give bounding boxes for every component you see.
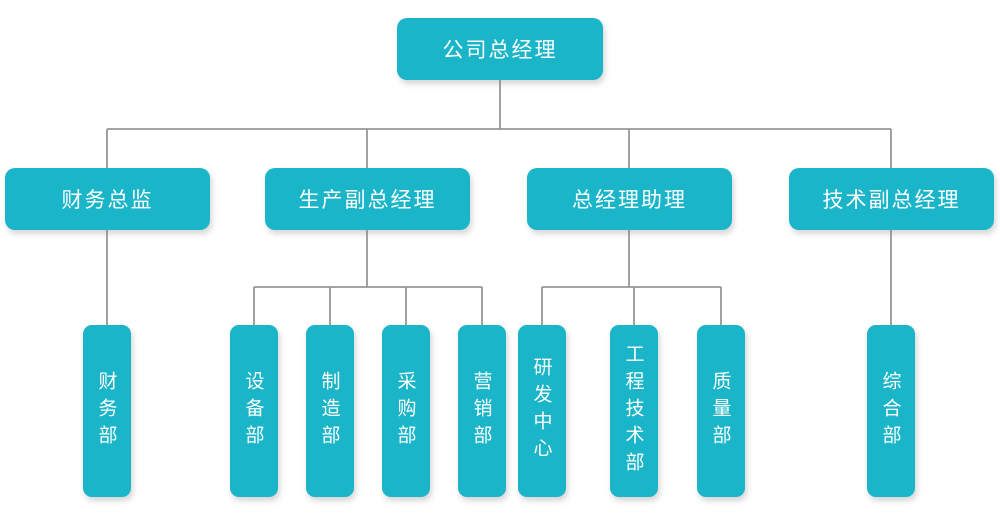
node-tech-vp-label: 技术副总经理 bbox=[822, 188, 961, 212]
node-rd-center-label: 研发中心 bbox=[530, 357, 553, 465]
node-engineering-tech-dept: 工程技术部 bbox=[610, 325, 658, 497]
node-general-affairs-dept-label: 综合部 bbox=[879, 370, 902, 452]
node-finance-dept: 财务部 bbox=[83, 325, 131, 497]
node-finance-director: 财务总监 bbox=[5, 168, 210, 230]
node-tech-vp: 技术副总经理 bbox=[789, 168, 994, 230]
node-production-vp-label: 生产副总经理 bbox=[298, 188, 437, 212]
node-manufacturing-dept: 制造部 bbox=[306, 325, 354, 497]
node-quality-dept-label: 质量部 bbox=[709, 370, 732, 452]
node-finance-director-label: 财务总监 bbox=[61, 188, 154, 212]
connector-gm-assistant-to-depts bbox=[541, 230, 722, 325]
node-equipment-dept: 设备部 bbox=[230, 325, 278, 497]
node-marketing-dept-label: 营销部 bbox=[470, 370, 493, 452]
node-equipment-dept-label: 设备部 bbox=[242, 370, 265, 452]
node-procurement-dept: 采购部 bbox=[382, 325, 430, 497]
node-general-manager: 公司总经理 bbox=[397, 18, 603, 80]
node-marketing-dept: 营销部 bbox=[458, 325, 506, 497]
node-manufacturing-dept-label: 制造部 bbox=[318, 370, 341, 452]
node-general-manager-label: 公司总经理 bbox=[442, 38, 558, 62]
node-procurement-dept-label: 采购部 bbox=[394, 370, 417, 452]
connector-production-vp-to-depts bbox=[253, 230, 483, 325]
node-gm-assistant-label: 总经理助理 bbox=[572, 188, 687, 212]
node-finance-dept-label: 财务部 bbox=[95, 370, 118, 452]
node-quality-dept: 质量部 bbox=[697, 325, 745, 497]
node-gm-assistant: 总经理助理 bbox=[527, 168, 732, 230]
node-engineering-tech-dept-label: 工程技术部 bbox=[622, 343, 645, 479]
node-rd-center: 研发中心 bbox=[518, 325, 566, 497]
connector-root-to-level2 bbox=[106, 79, 892, 168]
node-general-affairs-dept: 综合部 bbox=[867, 325, 915, 497]
node-production-vp: 生产副总经理 bbox=[265, 168, 470, 230]
